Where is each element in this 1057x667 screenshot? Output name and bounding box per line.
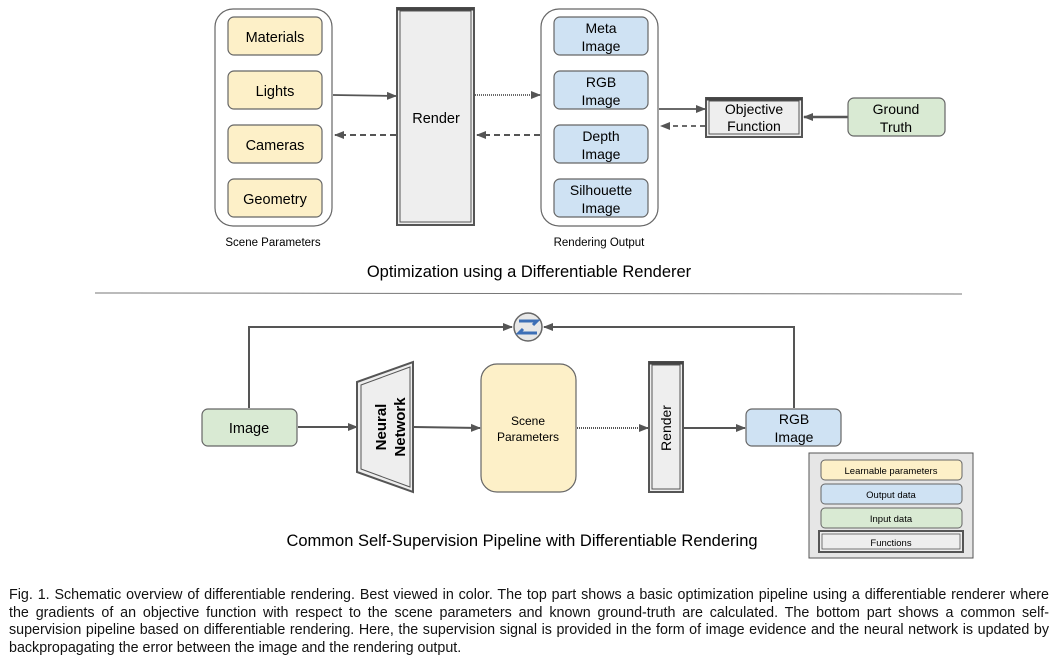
svg-text:Scene: Scene bbox=[511, 414, 545, 428]
top-render-box: Render bbox=[396, 7, 475, 226]
output-silhouette-image: Silhouette Image bbox=[553, 178, 649, 218]
svg-text:Input data: Input data bbox=[870, 514, 913, 525]
section-divider bbox=[94, 292, 963, 295]
svg-text:Image: Image bbox=[582, 38, 621, 54]
svg-text:Image: Image bbox=[775, 429, 814, 445]
svg-text:Function: Function bbox=[727, 118, 781, 134]
svg-text:Silhouette: Silhouette bbox=[570, 182, 632, 198]
svg-text:Network: Network bbox=[392, 397, 409, 457]
scene-item-cameras: Cameras bbox=[227, 124, 323, 164]
rendering-output-label: Rendering Output bbox=[554, 237, 646, 249]
svg-text:RGB: RGB bbox=[586, 74, 616, 90]
arrow-scene-to-render bbox=[332, 91, 397, 100]
svg-text:Meta: Meta bbox=[585, 20, 616, 36]
loop-rgb-to-compare bbox=[543, 323, 795, 408]
svg-text:Render: Render bbox=[658, 405, 674, 451]
svg-text:Objective: Objective bbox=[725, 101, 784, 117]
caption-text: Fig. 1. Schematic overview of differenti… bbox=[9, 587, 1049, 656]
scene-item-materials: Materials bbox=[227, 16, 323, 56]
svg-text:Materials: Materials bbox=[246, 30, 305, 46]
output-rgb-image: RGB Image bbox=[553, 70, 649, 110]
scene-item-geometry: Geometry bbox=[227, 178, 323, 218]
svg-text:Learnable parameters: Learnable parameters bbox=[845, 466, 938, 477]
svg-text:Parameters: Parameters bbox=[497, 430, 559, 444]
legend-input-data: Input data bbox=[820, 507, 963, 529]
legend-output-data: Output data bbox=[820, 483, 963, 505]
svg-text:Ground: Ground bbox=[873, 101, 920, 117]
svg-text:Functions: Functions bbox=[870, 538, 911, 549]
compare-node-icon bbox=[513, 312, 543, 342]
svg-text:Depth: Depth bbox=[582, 128, 619, 144]
svg-text:Neural: Neural bbox=[373, 404, 390, 451]
bottom-rgb-image-box: RGB Image bbox=[745, 408, 842, 447]
arrow-network-to-scene bbox=[413, 423, 481, 432]
scene-item-lights: Lights bbox=[227, 70, 323, 110]
diagram: Materials Lights Cameras Geometry Scene … bbox=[94, 7, 974, 559]
output-meta-image: Meta Image bbox=[553, 16, 649, 56]
svg-text:Geometry: Geometry bbox=[243, 192, 307, 208]
svg-text:Image: Image bbox=[582, 200, 621, 216]
objective-function-box: Objective Function bbox=[705, 97, 803, 138]
loop-image-to-compare bbox=[248, 323, 513, 408]
legend-learnable-parameters: Learnable parameters bbox=[820, 459, 963, 481]
input-image-box: Image bbox=[201, 408, 298, 447]
scene-parameters-label: Scene Parameters bbox=[225, 237, 320, 249]
bottom-title: Common Self-Supervision Pipeline with Di… bbox=[286, 532, 757, 550]
svg-text:Lights: Lights bbox=[256, 84, 295, 100]
svg-text:Image: Image bbox=[582, 92, 621, 108]
legend-functions: Functions bbox=[818, 530, 964, 553]
scene-parameters-group bbox=[214, 8, 333, 227]
svg-text:RGB: RGB bbox=[779, 411, 809, 427]
svg-text:Image: Image bbox=[229, 421, 269, 437]
svg-text:Truth: Truth bbox=[880, 119, 912, 135]
output-depth-image: Depth Image bbox=[553, 124, 649, 164]
legend: Learnable parameters Output data Input d… bbox=[808, 452, 974, 559]
svg-text:Image: Image bbox=[582, 146, 621, 162]
bottom-render-box: Render bbox=[648, 361, 684, 493]
neural-network-box: Neural Network bbox=[356, 360, 414, 494]
svg-text:Render: Render bbox=[412, 111, 460, 127]
ground-truth-box: Ground Truth bbox=[847, 97, 946, 137]
bottom-scene-parameters-box: Scene Parameters bbox=[480, 363, 577, 493]
figure-caption: Fig. 1. Schematic overview of differenti… bbox=[9, 587, 1049, 657]
rendering-output-group bbox=[540, 8, 659, 227]
svg-text:Cameras: Cameras bbox=[246, 138, 305, 154]
top-title: Optimization using a Differentiable Rend… bbox=[367, 263, 692, 281]
svg-text:Output data: Output data bbox=[866, 490, 916, 501]
